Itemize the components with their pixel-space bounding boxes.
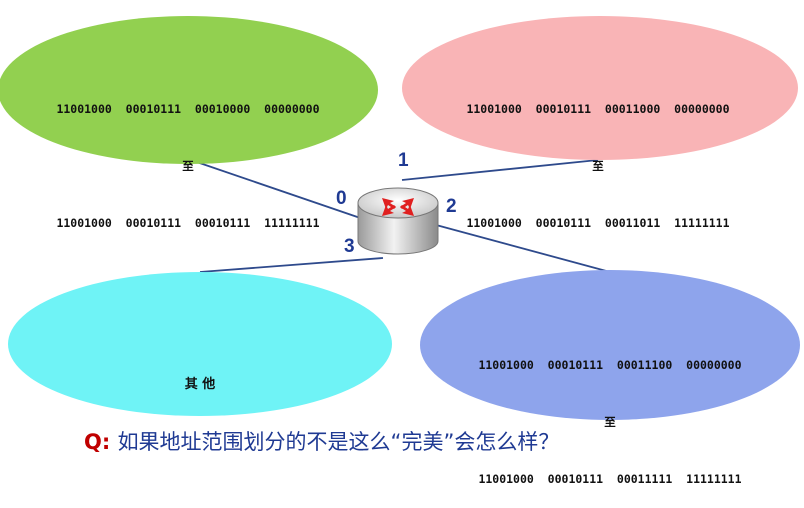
link-port2 — [424, 221, 611, 273]
region-pink-text: 11001000 00010111 00011000 00000000 至 11… — [428, 62, 768, 252]
region-green-to: 至 — [182, 159, 194, 173]
question-line: Q: 如果地址范围划分的不是这么“完美”会怎么样？ — [84, 426, 559, 456]
region-blue-start: 11001000 00010111 00011100 00000000 — [478, 358, 742, 372]
region-blue-to: 至 — [604, 415, 616, 429]
region-pink-to: 至 — [592, 159, 604, 173]
link-port1 — [401, 159, 599, 181]
link-port3 — [199, 257, 384, 273]
region-green-start: 11001000 00010111 00010000 00000000 — [56, 102, 320, 116]
port-label-2: 2 — [446, 196, 457, 217]
region-cyan-text: 其 他 — [150, 337, 250, 413]
port-label-0: 0 — [336, 188, 347, 209]
port-label-1: 1 — [398, 150, 409, 171]
region-green-end: 11001000 00010111 00010111 11111111 — [56, 216, 320, 230]
region-green-ellipse — [0, 16, 378, 164]
region-pink-ellipse — [402, 16, 798, 160]
region-blue-end: 11001000 00010111 00011111 11111111 — [478, 472, 742, 486]
region-pink-start: 11001000 00010111 00011000 00000000 — [466, 102, 730, 116]
question-prefix: Q: — [84, 430, 111, 454]
network-diagram — [0, 16, 800, 420]
region-blue-text: 11001000 00010111 00011100 00000000 至 11… — [440, 318, 780, 508]
router-icon — [357, 187, 439, 255]
port-label-3: 3 — [344, 236, 355, 257]
region-cyan-label: 其 他 — [184, 377, 216, 392]
region-cyan-ellipse — [8, 272, 392, 416]
region-blue-ellipse — [420, 270, 800, 420]
link-port0 — [184, 157, 373, 223]
question-text: 如果地址范围划分的不是这么“完美”会怎么样？ — [117, 430, 560, 454]
region-pink-end: 11001000 00010111 00011011 11111111 — [466, 216, 730, 230]
region-green-text: 11001000 00010111 00010000 00000000 至 11… — [18, 62, 358, 252]
